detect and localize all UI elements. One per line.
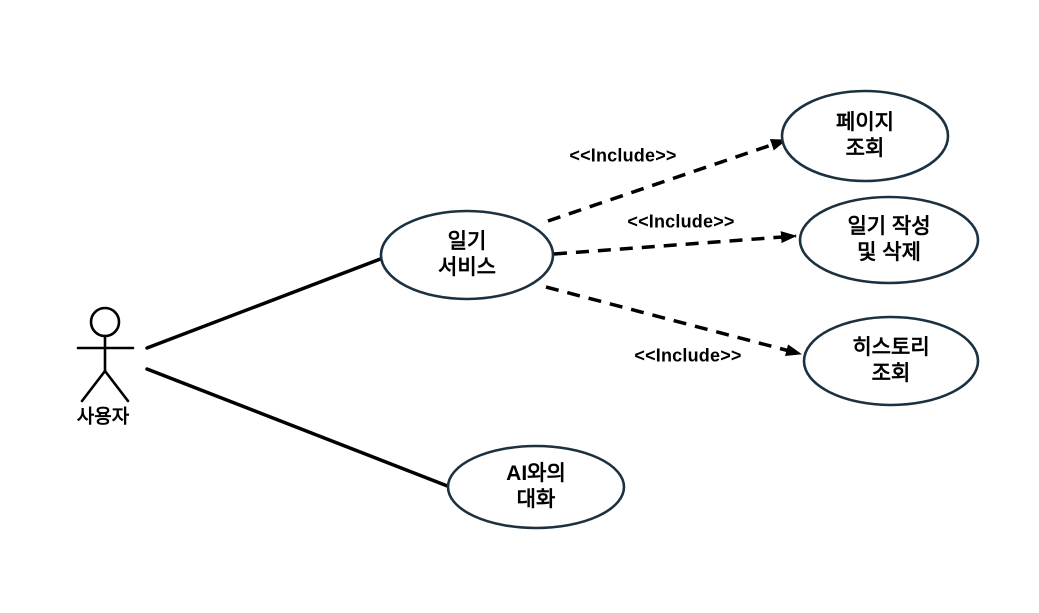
include-arrow-diary-write-delete [553, 231, 797, 256]
usecase-label-page-view: 페이지 조회 [836, 110, 894, 162]
usecase-label-line: 서비스 [438, 256, 496, 279]
usecase-ellipse-diary-write-delete [798, 195, 980, 285]
usecase-label-line: 조회 [871, 362, 911, 385]
usecase-ellipse-diary-service [379, 209, 555, 301]
include-arrow-page-view [547, 138, 787, 223]
usecase-ellipse-page-view [780, 89, 950, 183]
usecase-label-line: 일기 작성 [847, 215, 931, 238]
include-arrow-history-view [545, 285, 802, 356]
usecase-label-line: AI와의 [506, 462, 566, 485]
usecase-label-line: 히스토리 [852, 336, 930, 359]
include-label-diary-write-delete: <<Include>> [627, 211, 735, 232]
usecase-ellipse-ai-chat [446, 444, 626, 530]
usecase-label-diary-write-delete: 일기 작성 및 삭제 [847, 214, 930, 266]
usecase-label-history-view: 히스토리 조회 [852, 335, 929, 387]
actor-leg-left [80, 369, 107, 403]
usecase-label-line: 페이지 [836, 111, 894, 134]
include-label-history-view: <<Include>> [634, 345, 742, 366]
association-actor-diary-service [145, 256, 385, 350]
usecase-label-line: 및 삭제 [857, 241, 921, 264]
usecase-label-diary-service: 일기 서비스 [438, 229, 496, 281]
usecase-label-line: 일기 [447, 230, 487, 253]
association-actor-ai-chat [145, 367, 452, 489]
usecase-label-line: 조회 [845, 137, 885, 160]
usecase-label-ai-chat: AI와의 대화 [506, 461, 566, 513]
actor-leg-right [103, 369, 130, 403]
actor-head [89, 306, 121, 338]
actor-figure [76, 306, 135, 403]
include-label-page-view: <<Include>> [569, 145, 677, 166]
usecase-label-line: 대화 [516, 488, 556, 511]
actor-label: 사용자 [76, 406, 130, 428]
usecase-ellipse-history-view [802, 315, 980, 407]
